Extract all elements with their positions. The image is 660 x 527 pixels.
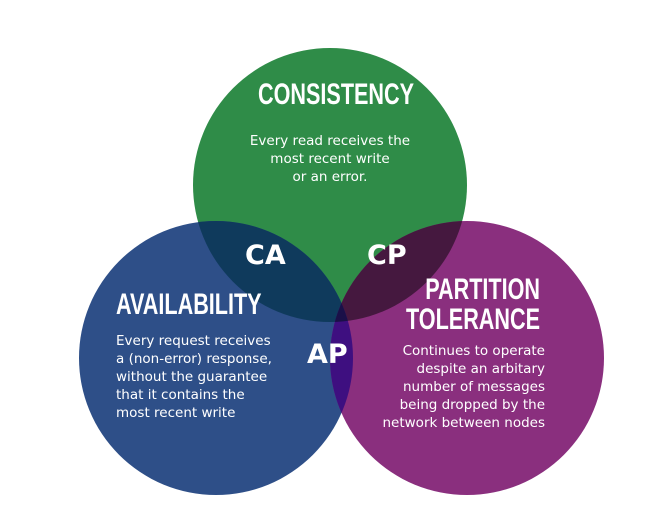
ca-label: CA bbox=[245, 240, 286, 271]
cp-label: CP bbox=[367, 240, 407, 271]
consistency-title: CONSISTENCY bbox=[258, 78, 415, 111]
partition-title: PARTITION TOLERANCE bbox=[340, 275, 540, 335]
desc-line: without the guarantee bbox=[116, 369, 268, 385]
desc-line: Continues to operate bbox=[402, 343, 545, 359]
desc-line: despite an arbitary bbox=[416, 361, 546, 377]
desc-line: being dropped by the bbox=[399, 397, 545, 413]
desc-line: number of messages bbox=[403, 379, 545, 395]
consistency-description: Every read receives the most recent writ… bbox=[230, 132, 430, 186]
desc-line: or an error. bbox=[292, 169, 368, 185]
desc-line: a (non-error) response, bbox=[116, 351, 272, 367]
title-line: TOLERANCE bbox=[405, 303, 540, 336]
ap-label: AP bbox=[307, 339, 348, 370]
partition-description: Continues to operate despite an arbitary… bbox=[345, 342, 545, 432]
cp-region bbox=[330, 221, 467, 322]
desc-line: Every request receives bbox=[116, 333, 271, 349]
desc-line: that it contains the bbox=[116, 387, 245, 403]
desc-line: network between nodes bbox=[382, 415, 545, 431]
desc-line: most recent write bbox=[270, 151, 390, 167]
title-line: PARTITION bbox=[425, 273, 540, 306]
availability-description: Every request receives a (non-error) res… bbox=[116, 332, 272, 422]
desc-line: Every read receives the bbox=[249, 133, 411, 149]
desc-line: most recent write bbox=[116, 405, 236, 421]
ca-region bbox=[193, 221, 353, 322]
availability-title: AVAILABILITY bbox=[116, 288, 262, 321]
